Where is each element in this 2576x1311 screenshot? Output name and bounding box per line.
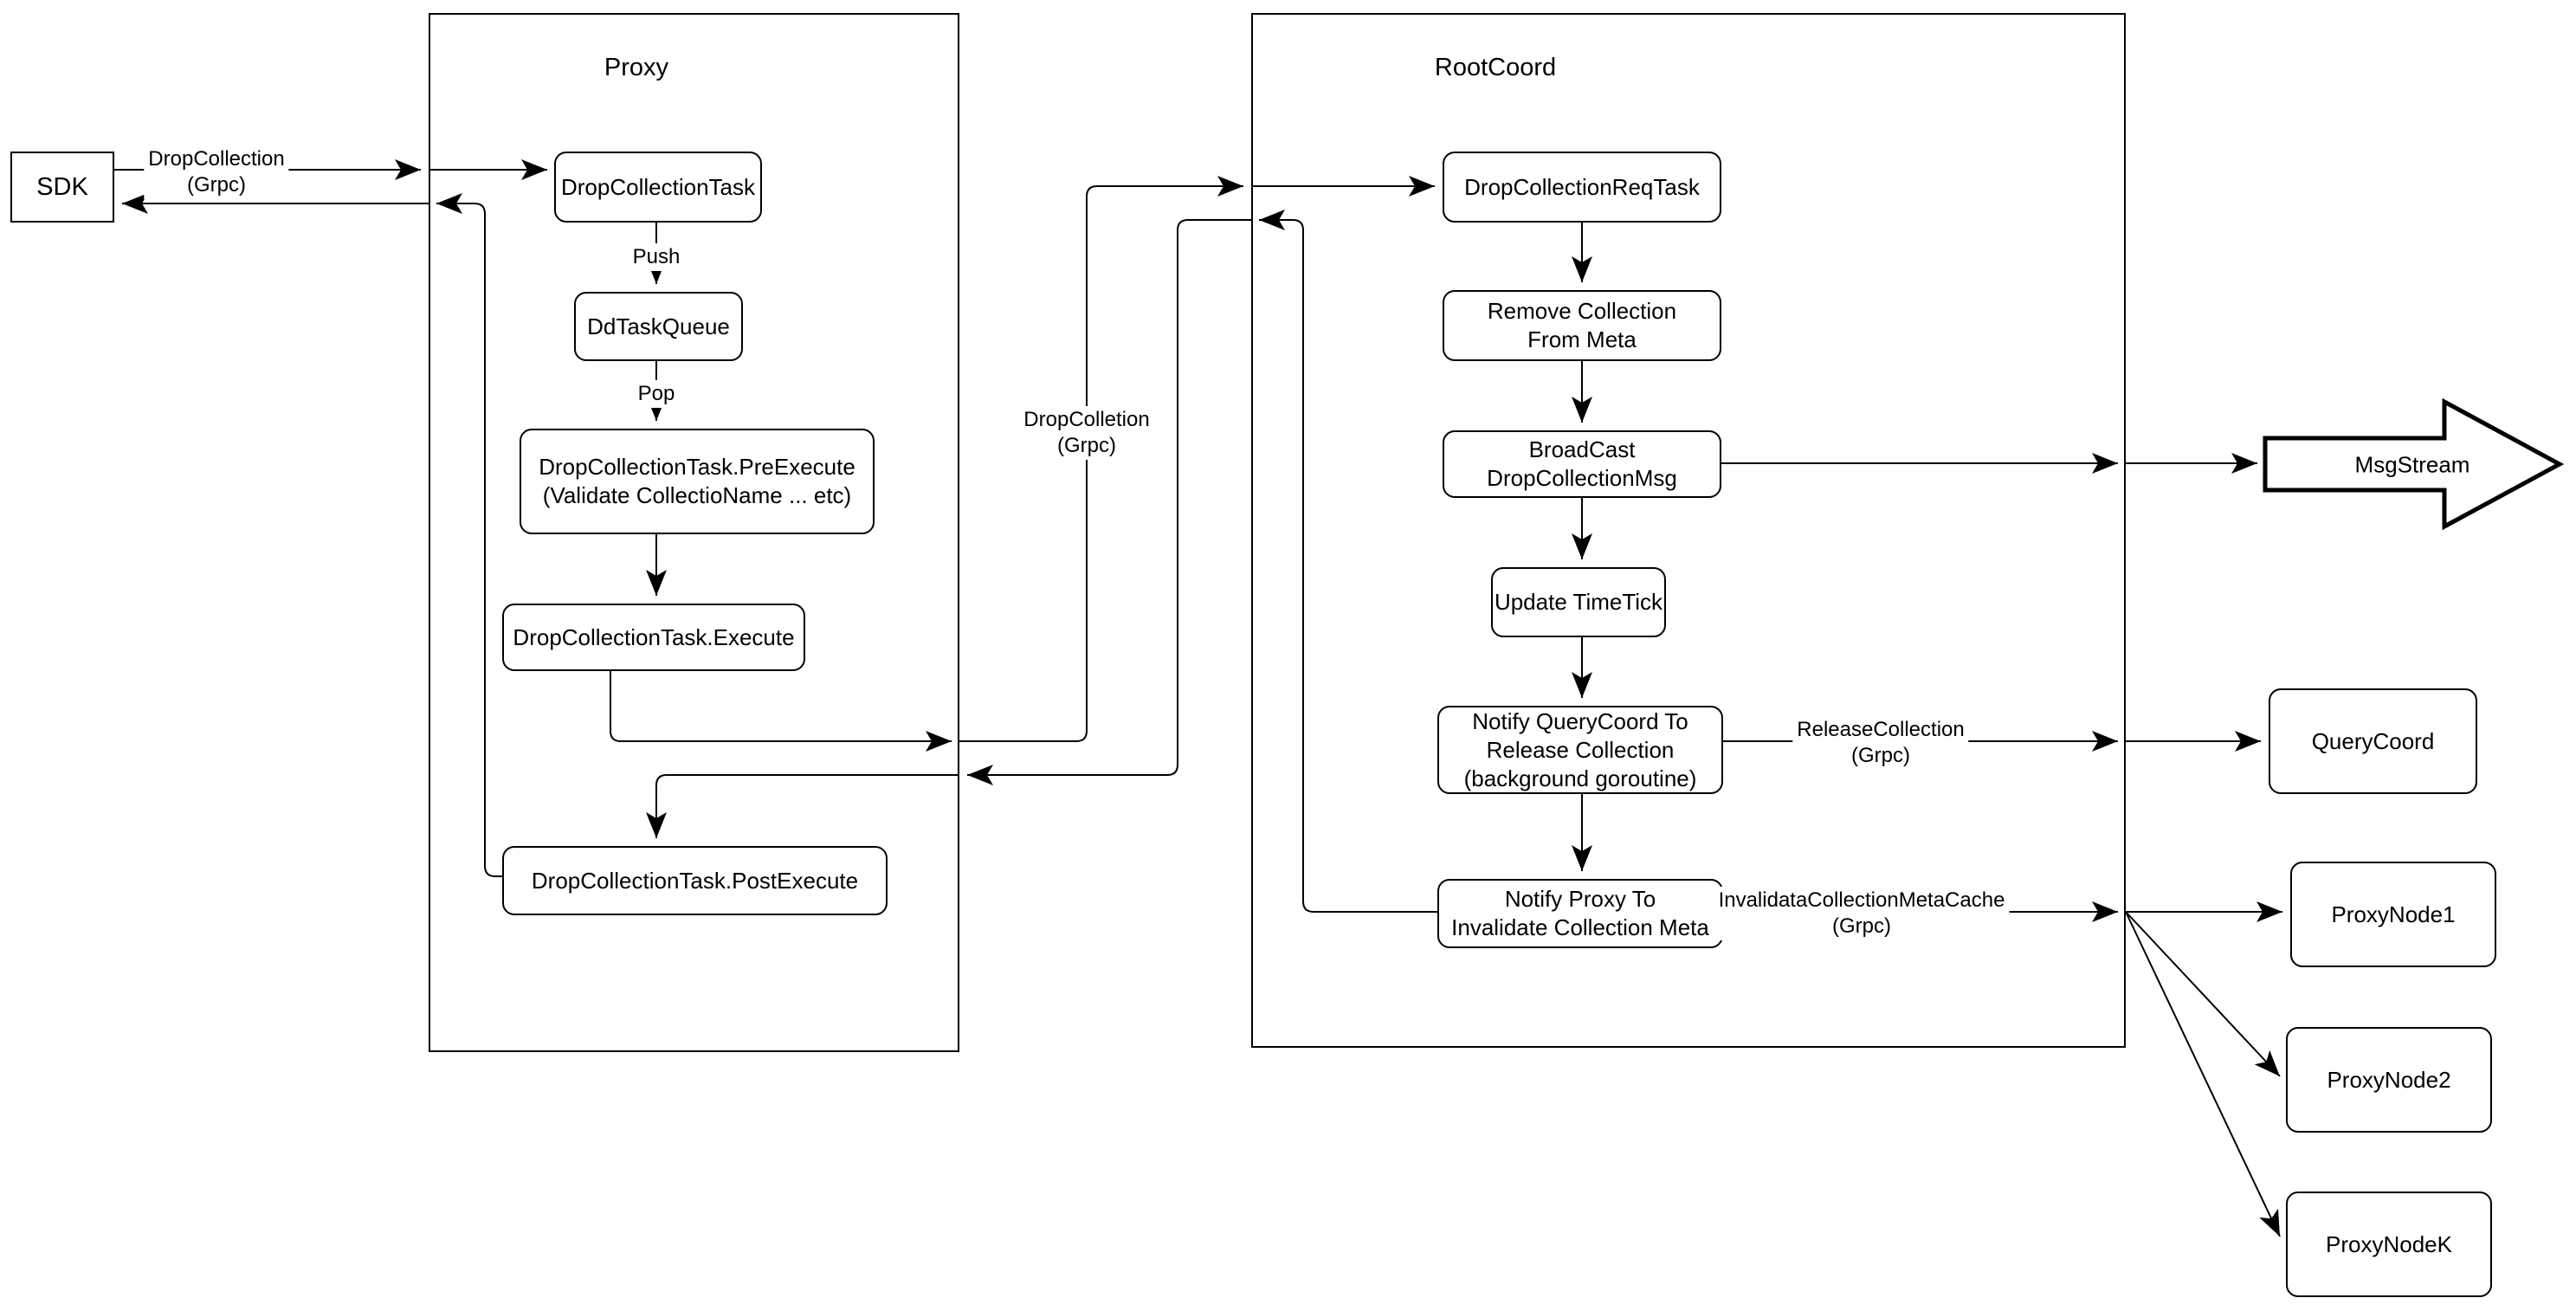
edge-proxy-to-rootcoord [959, 176, 1243, 742]
node-label: ProxyNodeK [2326, 1230, 2452, 1257]
edge-execute-to-proxy-border [610, 671, 952, 752]
node-proxy-node-1: ProxyNode1 [2290, 862, 2496, 967]
node-label-line2: Release Collection [1486, 736, 1675, 763]
msgstream-arrow-shape [2263, 397, 2565, 531]
node-label-line2: (Validate CollectioName ... etc) [542, 482, 852, 508]
edge-label-line1: DropColletion [1023, 408, 1150, 431]
node-update-timetick: Update TimeTick [1491, 567, 1666, 637]
node-label: DropCollectionReqTask [1464, 173, 1700, 200]
node-label-line1: Notify QueryCoord To [1472, 707, 1688, 734]
node-query-coord: QueryCoord [2269, 688, 2477, 794]
node-dd-task-queue: DdTaskQueue [574, 292, 743, 361]
edge-label-line2: (Grpc) [1850, 744, 1910, 767]
edge-label-pop: Pop [633, 380, 680, 408]
node-drop-collection-task: DropCollectionTask [554, 152, 762, 223]
node-label: DdTaskQueue [587, 313, 730, 339]
node-proxy-node-2: ProxyNode2 [2286, 1027, 2492, 1133]
node-label-line2: Invalidate Collection Meta [1451, 914, 1709, 940]
edge-return-to-postexecute [646, 774, 959, 838]
edge-label-line2: (Grpc) [187, 173, 246, 197]
edge-label-line1: ReleaseCollection [1797, 718, 1965, 741]
node-label-line1: Remove Collection [1487, 298, 1677, 324]
edge-border-to-proxynodek [2125, 911, 2281, 1237]
node-drop-collection-req-task: DropCollectionReqTask [1443, 152, 1721, 223]
edge-postexecute-to-proxy-border [436, 193, 502, 877]
node-label: QueryCoord [2311, 727, 2435, 754]
edge-return-border-to-proxy [967, 219, 1251, 785]
proxy-title: Proxy [604, 54, 669, 81]
edge-label-dropcollection-grpc-sdk: DropCollection (Grpc) [144, 145, 289, 199]
rootcoord-title: RootCoord [1434, 54, 1557, 81]
edge-label-releasecollection-grpc: ReleaseCollection (Grpc) [1792, 716, 1969, 770]
node-label-line1: Notify Proxy To [1504, 886, 1656, 912]
edge-notifyproxy-return-to-border [1259, 210, 1437, 913]
node-proxy-node-k: ProxyNodeK [2286, 1192, 2492, 1297]
node-label: DropCollectionTask.PostExecute [531, 867, 859, 894]
node-broadcast-dropcollectionmsg: BroadCast DropCollectionMsg [1443, 430, 1721, 498]
node-label: MsgStream [2354, 451, 2470, 478]
node-label-line3: (background goroutine) [1463, 765, 1697, 791]
proxy-container [429, 13, 959, 1052]
node-notify-querycoord: Notify QueryCoord To Release Collection … [1437, 706, 1723, 794]
node-notify-proxy: Notify Proxy To Invalidate Collection Me… [1437, 879, 1723, 948]
node-label-line2: From Meta [1527, 326, 1637, 352]
edge-label-line1: InvalidataCollectionMetaCache [1718, 888, 2005, 912]
sdk-node: SDK [10, 152, 114, 223]
node-post-execute: DropCollectionTask.PostExecute [502, 846, 888, 915]
node-label: Update TimeTick [1494, 589, 1663, 615]
edge-label-invalidatacollectionmetacache-grpc: InvalidataCollectionMetaCache (Grpc) [1714, 887, 2010, 940]
rootcoord-container [1251, 13, 2126, 1048]
sdk-label: SDK [36, 172, 88, 201]
edge-label-line1: DropCollection [148, 147, 285, 171]
edge-label-line2: (Grpc) [1831, 914, 1891, 938]
node-remove-collection-from-meta: Remove Collection From Meta [1443, 290, 1721, 361]
node-label: ProxyNode2 [2327, 1066, 2451, 1093]
node-label-line1: DropCollectionTask.PreExecute [539, 454, 855, 480]
edge-label-push: Push [628, 243, 685, 271]
edge-border-to-proxynode2 [2125, 911, 2281, 1077]
node-label-line1: BroadCast [1528, 436, 1636, 462]
msgstream-label: MsgStream [2355, 452, 2470, 479]
node-label: DropCollectionTask.Execute [513, 623, 795, 650]
node-label: DropCollectionTask [561, 173, 755, 200]
node-execute: DropCollectionTask.Execute [502, 604, 805, 671]
edge-label-dropcolletion-grpc-mid: DropColletion (Grpc) [1019, 406, 1154, 460]
edge-label-line2: (Grpc) [1057, 434, 1116, 457]
node-label-line2: DropCollectionMsg [1487, 465, 1677, 491]
node-label: ProxyNode1 [2331, 901, 2456, 927]
node-pre-execute: DropCollectionTask.PreExecute (Validate … [520, 429, 875, 534]
